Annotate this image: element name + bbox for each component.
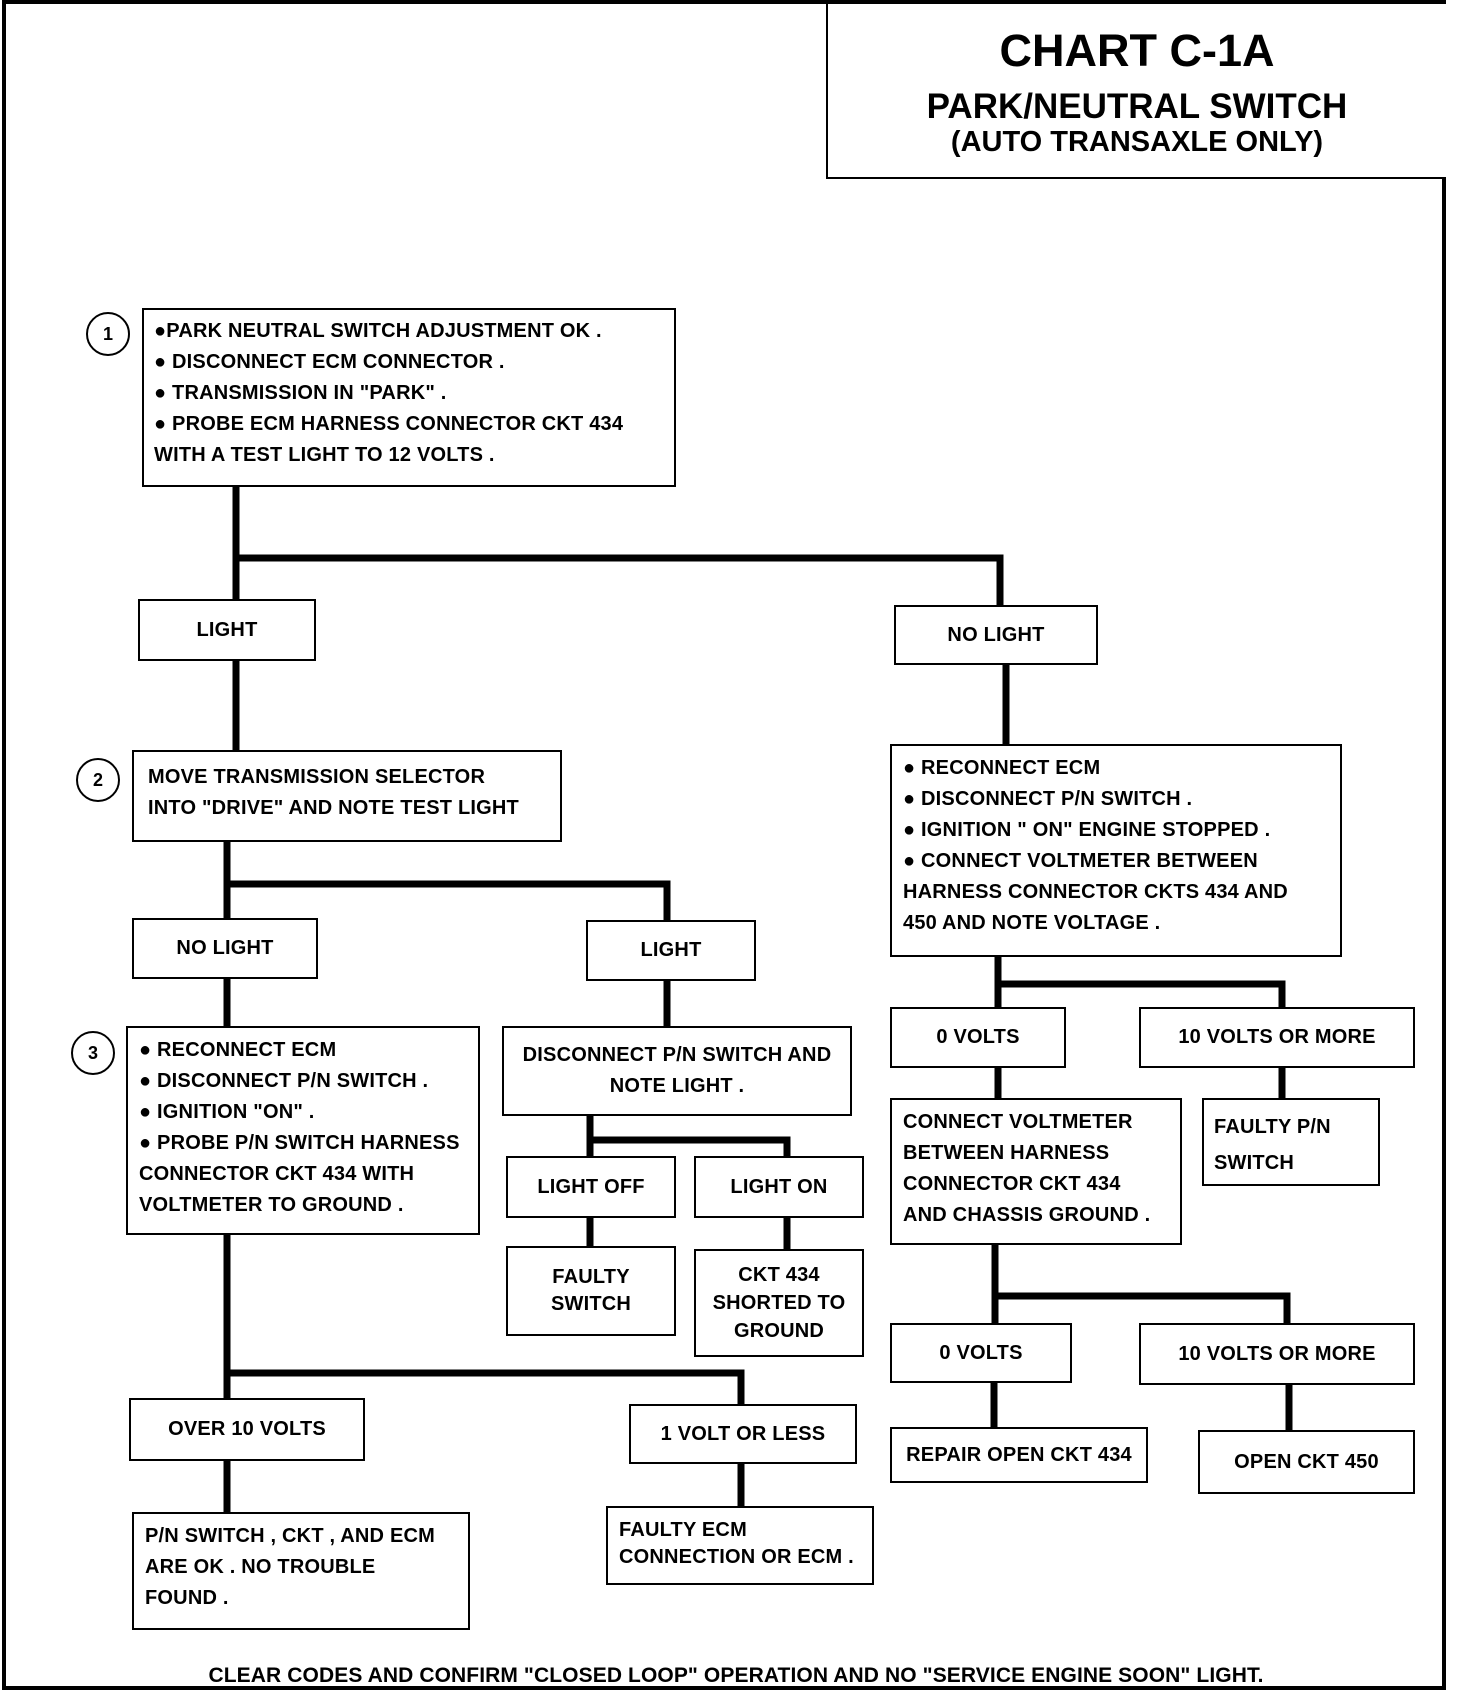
step3-line: CONNECTOR CKT 434 WITH — [139, 1163, 415, 1185]
step2-line: MOVE TRANSMISSION SELECTOR — [148, 766, 486, 788]
faulty-switch-box: FAULTY SWITCH — [506, 1246, 676, 1336]
open-ckt450-box: OPEN CKT 450 — [1198, 1430, 1415, 1494]
faulty-ecm-line: FAULTY ECM — [619, 1519, 747, 1541]
step3-line: ● RECONNECT ECM — [139, 1039, 337, 1061]
faulty-pn-switch-box: FAULTY P/N SWITCH — [1202, 1098, 1380, 1186]
disconnect-line: NOTE LIGHT . — [609, 1075, 745, 1097]
repair-open-ckt434-box: REPAIR OPEN CKT 434 — [890, 1427, 1148, 1483]
step3-line: ● DISCONNECT P/N SWITCH . — [139, 1070, 429, 1092]
connector-connectvm-split — [991, 1240, 1291, 1328]
result-no-light-2: NO LIGHT — [132, 918, 318, 979]
step1-line: ● TRANSMISSION IN "PARK" . — [154, 382, 447, 404]
ckt434-shorted-box: CKT 434 SHORTED TO GROUND — [694, 1249, 864, 1357]
branch-line: ● DISCONNECT P/N SWITCH . — [903, 788, 1193, 810]
chart-subtitle-note: (AUTO TRANSAXLE ONLY) — [950, 126, 1324, 158]
connector-step3-split — [223, 1230, 745, 1409]
result-over-10-volts: OVER 10 VOLTS — [129, 1398, 365, 1461]
shorted-line: SHORTED TO — [712, 1292, 846, 1314]
chart-title: CHART C-1A — [999, 25, 1275, 76]
connect-voltmeter-box: CONNECT VOLTMETER BETWEEN HARNESS CONNEC… — [890, 1098, 1182, 1245]
result-no-light-1: NO LIGHT — [894, 605, 1098, 665]
step1-line: ● DISCONNECT ECM CONNECTOR . — [154, 351, 505, 373]
branch-line: ● RECONNECT ECM — [903, 757, 1101, 779]
branch-line: ● IGNITION " ON" ENGINE STOPPED . — [903, 819, 1271, 841]
shorted-line: GROUND — [733, 1320, 825, 1342]
result-light-on: LIGHT ON — [694, 1156, 864, 1218]
faulty-switch-line: SWITCH — [550, 1293, 632, 1315]
result-0-volts-2: 0 VOLTS — [890, 1323, 1072, 1383]
page-frame — [2, 0, 1446, 1690]
step2-box: MOVE TRANSMISSION SELECTOR INTO "DRIVE" … — [132, 750, 562, 842]
disconnect-pn-box: DISCONNECT P/N SWITCH AND NOTE LIGHT . — [502, 1026, 852, 1116]
no-light-branch-box: ● RECONNECT ECM ● DISCONNECT P/N SWITCH … — [890, 744, 1342, 957]
faulty-switch-line: FAULTY — [552, 1266, 630, 1288]
result-light-1: LIGHT — [138, 599, 316, 661]
connector-disconnect-split — [586, 1111, 791, 1161]
faulty-pn-line: SWITCH — [1214, 1152, 1295, 1174]
result-light-2: LIGHT — [586, 920, 756, 981]
step-1-marker: 1 — [86, 312, 130, 356]
pn-ok-line: P/N SWITCH , CKT , AND ECM — [145, 1525, 436, 1547]
step-2-marker: 2 — [76, 758, 120, 802]
connect-vm-line: BETWEEN HARNESS — [903, 1142, 1110, 1164]
step3-line: ● IGNITION "ON" . — [139, 1101, 315, 1123]
connect-vm-line: AND CHASSIS GROUND . — [903, 1204, 1151, 1226]
step3-box: ● RECONNECT ECM ● DISCONNECT P/N SWITCH … — [126, 1026, 480, 1235]
result-1-volt-or-less: 1 VOLT OR LESS — [629, 1404, 857, 1464]
step1-box: ●PARK NEUTRAL SWITCH ADJUSTMENT OK . ● D… — [142, 308, 676, 487]
step1-line: WITH A TEST LIGHT TO 12 VOLTS . — [154, 444, 495, 466]
connect-vm-line: CONNECTOR CKT 434 — [903, 1173, 1121, 1195]
disconnect-line: DISCONNECT P/N SWITCH AND — [522, 1044, 832, 1066]
step3-line: VOLTMETER TO GROUND . — [139, 1194, 404, 1216]
connect-vm-line: CONNECT VOLTMETER — [903, 1111, 1133, 1133]
result-0-volts-1: 0 VOLTS — [890, 1007, 1066, 1068]
connector-step1-split — [232, 484, 1004, 607]
faulty-ecm-line: CONNECTION OR ECM . — [619, 1546, 854, 1568]
result-10-volts-2: 10 VOLTS OR MORE — [1139, 1323, 1415, 1385]
result-light-off: LIGHT OFF — [506, 1156, 676, 1218]
branch-line: HARNESS CONNECTOR CKTS 434 AND — [903, 881, 1288, 903]
footer-note: CLEAR CODES AND CONFIRM "CLOSED LOOP" OP… — [208, 1664, 1264, 1687]
result-10-volts-1: 10 VOLTS OR MORE — [1139, 1007, 1415, 1068]
step1-line: ● PROBE ECM HARNESS CONNECTOR CKT 434 — [154, 413, 624, 435]
branch-line: ● CONNECT VOLTMETER BETWEEN — [903, 850, 1258, 872]
pn-ok-line: FOUND . — [145, 1587, 229, 1609]
faulty-pn-line: FAULTY P/N — [1214, 1116, 1331, 1138]
chart-title-block: CHART C-1A PARK/NEUTRAL SWITCH (AUTO TRA… — [826, 4, 1446, 179]
pn-ok-box: P/N SWITCH , CKT , AND ECM ARE OK . NO T… — [132, 1512, 470, 1630]
connector-step2-split — [223, 838, 671, 924]
step1-line: ●PARK NEUTRAL SWITCH ADJUSTMENT OK . — [154, 320, 602, 342]
faulty-ecm-box: FAULTY ECM CONNECTION OR ECM . — [606, 1506, 874, 1585]
pn-ok-line: ARE OK . NO TROUBLE — [145, 1556, 376, 1578]
branch-line: 450 AND NOTE VOLTAGE . — [903, 912, 1161, 934]
connector-branch-split — [994, 952, 1286, 1012]
step3-line: ● PROBE P/N SWITCH HARNESS — [139, 1132, 460, 1154]
step2-line: INTO "DRIVE" AND NOTE TEST LIGHT — [148, 797, 519, 819]
step-3-marker: 3 — [71, 1031, 115, 1075]
shorted-line: CKT 434 — [738, 1264, 820, 1286]
chart-subtitle: PARK/NEUTRAL SWITCH — [926, 87, 1348, 126]
